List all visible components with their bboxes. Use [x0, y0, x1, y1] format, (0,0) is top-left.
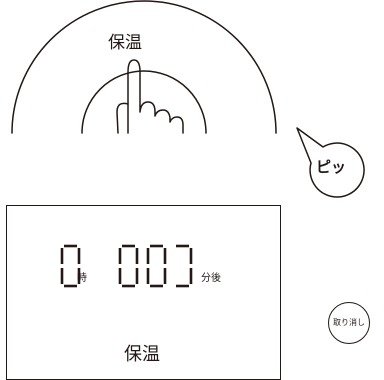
hour-digit — [60, 244, 81, 288]
hour-unit-label: 時 — [77, 273, 87, 284]
pointing-hand-icon — [127, 59, 184, 134]
cancel-button[interactable] — [328, 302, 370, 344]
keep-warm-button-outline — [81, 70, 207, 134]
beep-bubble-outline — [296, 127, 365, 198]
control-panel-outline — [11, 0, 277, 134]
minute-unit-label: 分後 — [201, 273, 221, 284]
cancel-button-label[interactable]: 取り消し — [333, 318, 365, 327]
minute-extra-segments — [176, 244, 193, 288]
minute-tens-digit — [118, 244, 139, 288]
keep-warm-button-label[interactable]: 保温 — [108, 33, 142, 53]
minute-ones-digit — [146, 244, 167, 288]
mode-label: 保温 — [124, 344, 160, 365]
beep-sound-text: ピッ — [316, 158, 347, 176]
